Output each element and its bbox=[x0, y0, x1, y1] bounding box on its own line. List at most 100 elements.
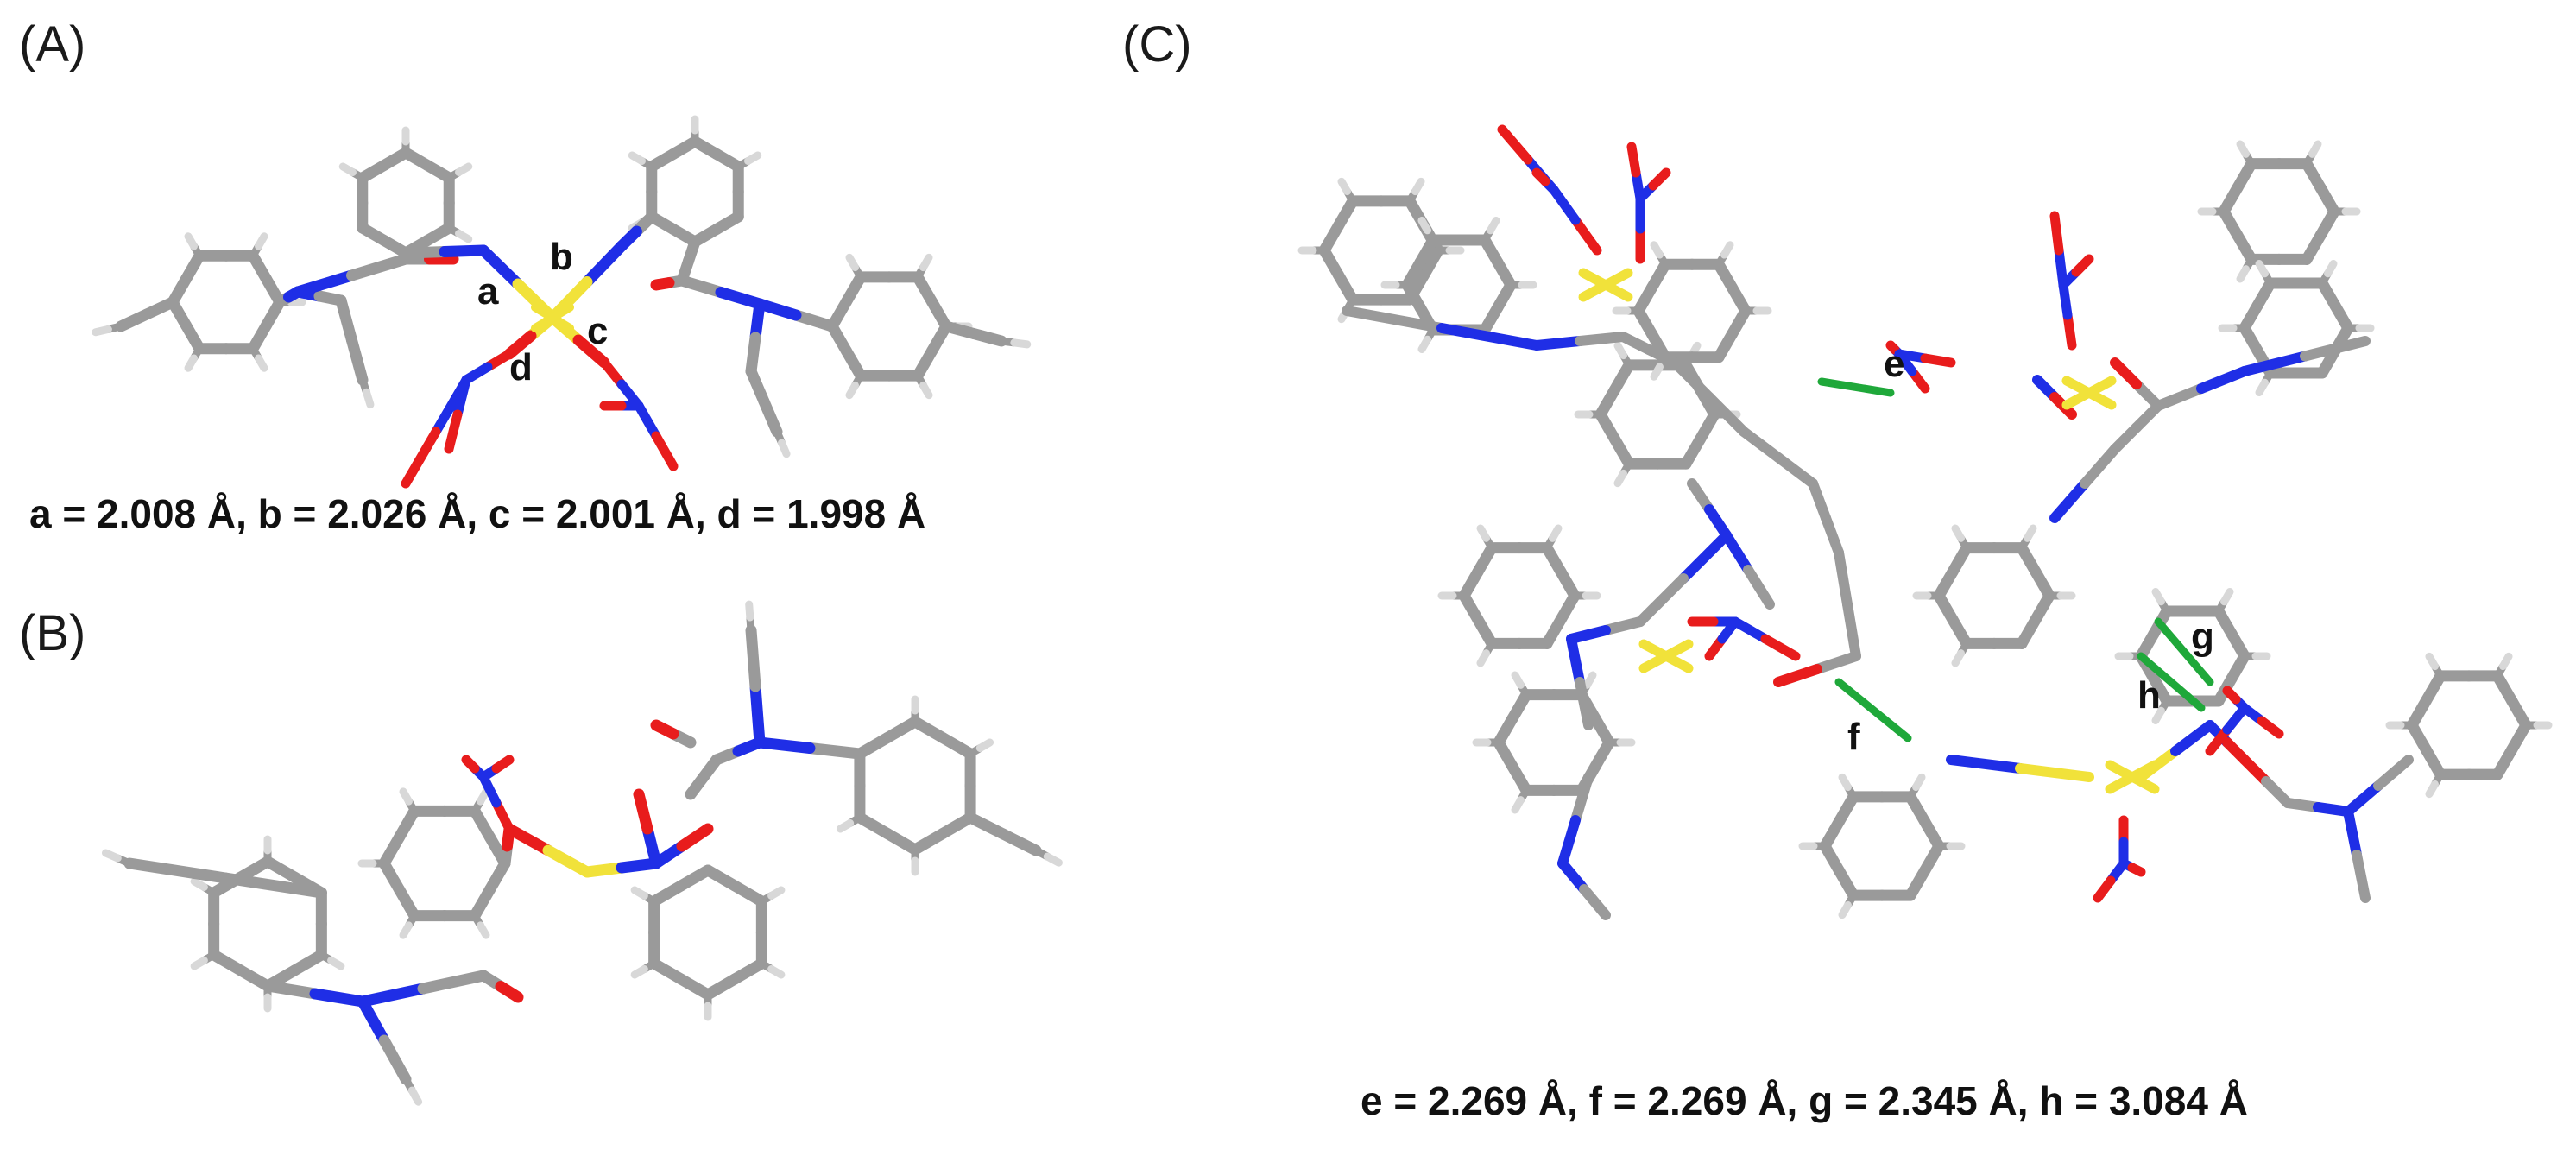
bond-stick bbox=[338, 162, 357, 176]
bond-stick bbox=[1511, 671, 1525, 689]
bond-stick bbox=[2151, 706, 2165, 724]
bond-stick bbox=[1720, 241, 1734, 259]
bond-stick bbox=[616, 857, 662, 874]
bond-stick bbox=[184, 354, 198, 372]
bond-stick bbox=[495, 981, 524, 1003]
bond-stick bbox=[2196, 366, 2250, 394]
bond-stick bbox=[715, 287, 766, 310]
bond-stick bbox=[2373, 755, 2414, 791]
bond-stick bbox=[123, 857, 231, 884]
bond-label-a: a bbox=[477, 270, 499, 313]
bond-stick bbox=[1342, 306, 1447, 333]
bond-stick bbox=[845, 381, 859, 400]
bond-stick bbox=[1579, 884, 1611, 920]
bond-stick bbox=[1919, 815, 1945, 852]
bond-stick bbox=[581, 862, 628, 878]
bond-stick bbox=[1010, 338, 1032, 349]
bond-stick bbox=[1842, 599, 1861, 661]
bond-stick bbox=[2024, 524, 2037, 542]
bond-stick bbox=[2110, 357, 2142, 389]
bond-stick bbox=[2236, 265, 2250, 283]
contact-line bbox=[2137, 652, 2206, 712]
bond-stick bbox=[1920, 353, 1956, 368]
bond-stick bbox=[2127, 862, 2146, 877]
bond-stick bbox=[378, 1034, 412, 1085]
bond-stick bbox=[115, 308, 153, 332]
bond-stick bbox=[478, 772, 502, 808]
bond-stick bbox=[1951, 649, 1965, 667]
bond-stick bbox=[1555, 566, 1581, 602]
bond-stick bbox=[804, 742, 866, 760]
bond-stick bbox=[778, 439, 791, 458]
contact-label-f: f bbox=[1847, 716, 1860, 758]
bond-stick bbox=[399, 787, 413, 806]
panel-a-structure bbox=[92, 115, 1032, 489]
bond-stick bbox=[1570, 772, 1594, 825]
contact-label-e: e bbox=[1884, 343, 1904, 385]
bond-stick bbox=[491, 755, 515, 774]
bond-stick bbox=[1704, 392, 1749, 437]
bond-stick bbox=[1821, 513, 1844, 558]
bond-stick bbox=[767, 886, 786, 900]
copper-atom bbox=[1578, 268, 1633, 302]
bond-stick bbox=[1613, 341, 1627, 360]
bond-stick bbox=[1838, 773, 1852, 792]
bond-stick bbox=[1583, 671, 1597, 689]
bond-stick bbox=[1497, 124, 1533, 165]
bond-stick bbox=[417, 970, 489, 995]
bond-stick bbox=[2071, 254, 2094, 277]
bond-stick bbox=[2058, 280, 2073, 320]
bond-stick bbox=[630, 965, 648, 979]
bond-stick bbox=[745, 332, 761, 377]
bond-stick bbox=[919, 381, 933, 400]
bond-stick bbox=[754, 298, 802, 321]
bond-stick bbox=[309, 988, 369, 1008]
bond-stick bbox=[572, 334, 610, 369]
bond-stick bbox=[749, 680, 766, 749]
bond-stick bbox=[2049, 478, 2090, 523]
bond-stick bbox=[346, 334, 369, 386]
contact-label-h: h bbox=[2137, 674, 2161, 717]
bond-stick bbox=[2220, 588, 2234, 606]
bond-stick bbox=[1650, 241, 1664, 259]
bond-stick bbox=[1773, 664, 1822, 687]
bond-stick bbox=[444, 409, 463, 454]
bond-stick bbox=[2222, 686, 2241, 705]
bond-stick bbox=[477, 244, 524, 290]
bond-stick bbox=[346, 253, 412, 281]
bond-stick bbox=[477, 921, 490, 939]
bond-stick bbox=[2352, 850, 2371, 903]
bond-stick bbox=[1808, 478, 1831, 523]
bond-stick bbox=[2308, 140, 2322, 158]
bond-stick bbox=[401, 427, 441, 489]
bond-stick bbox=[2255, 260, 2269, 278]
panel-c-caption: e = 2.269 Å, f = 2.269 Å, g = 2.345 Å, h… bbox=[1361, 1078, 2248, 1123]
bond-stick bbox=[2015, 763, 2094, 782]
bond-stick bbox=[1549, 524, 1563, 542]
bond-stick bbox=[1511, 796, 1525, 814]
bond-stick bbox=[581, 240, 628, 288]
bond-stick bbox=[2343, 806, 2362, 860]
bond-stick bbox=[454, 162, 473, 176]
bond-stick bbox=[1626, 142, 1641, 178]
bond-stick bbox=[1043, 852, 1063, 867]
bond-stick bbox=[1760, 634, 1801, 661]
bond-stick bbox=[1570, 215, 1602, 256]
bond-stick bbox=[1492, 256, 1517, 291]
bond-stick bbox=[2506, 694, 2532, 731]
bond-stick bbox=[1589, 712, 1615, 749]
bond-stick bbox=[968, 328, 1007, 347]
bond-stick bbox=[2300, 336, 2371, 362]
bond-stick bbox=[2049, 211, 2064, 256]
bond-stick bbox=[2425, 780, 2439, 799]
bond-stick bbox=[542, 844, 593, 878]
bond-stick bbox=[399, 921, 413, 939]
bond-stick bbox=[1476, 649, 1490, 667]
bond-stick bbox=[1687, 478, 1714, 515]
bond-stick bbox=[749, 298, 766, 344]
contact-line bbox=[2154, 617, 2214, 686]
bond-stick bbox=[836, 819, 855, 833]
bond-stick bbox=[758, 395, 783, 438]
panel-label-c: (C) bbox=[1122, 16, 1192, 73]
bond-stick bbox=[919, 253, 933, 272]
